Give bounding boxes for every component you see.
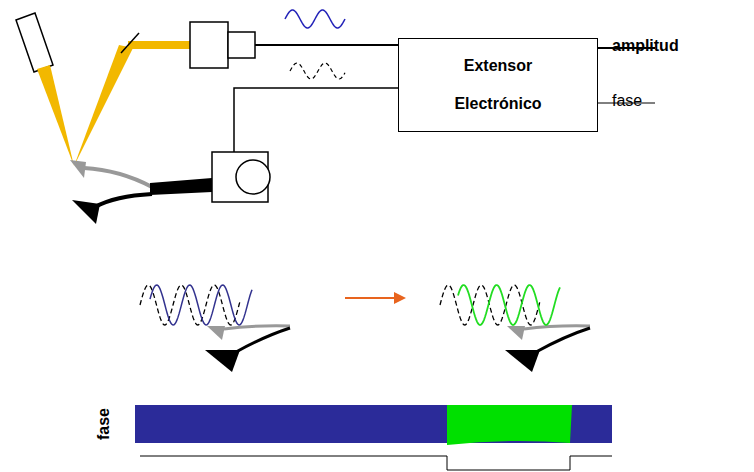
photodiode — [190, 22, 228, 68]
signal-wire — [255, 44, 399, 46]
transition-arrow — [394, 292, 406, 304]
tip — [507, 326, 525, 340]
cantilever — [84, 168, 152, 187]
sine-wave — [290, 63, 345, 79]
tip — [72, 200, 100, 224]
sine-wave — [285, 10, 345, 28]
cantilever-holder — [150, 178, 212, 195]
cantilever — [236, 328, 290, 352]
sine-wave — [150, 285, 252, 325]
cantilever — [524, 326, 590, 329]
signal-name: amplitud — [612, 36, 679, 56]
box-label: Extensor Electrónico — [438, 47, 558, 123]
cantilever — [536, 328, 590, 352]
process-box: Extensor Electrónico — [398, 38, 598, 132]
tip — [70, 160, 86, 178]
cantilever — [224, 326, 290, 329]
photodiode — [228, 32, 255, 58]
reflected-beam — [128, 41, 190, 49]
laser-beam — [37, 65, 74, 166]
phase-profile — [140, 456, 612, 470]
signal-name: fase — [612, 91, 642, 111]
mirror — [121, 33, 139, 53]
cantilever — [95, 194, 152, 207]
sine-wave — [140, 285, 240, 325]
reflected-beam — [74, 45, 133, 166]
laser — [16, 13, 53, 72]
tip — [505, 350, 540, 372]
drive-wire — [234, 88, 399, 152]
tip — [205, 350, 240, 372]
tip — [207, 326, 225, 340]
piezo — [236, 160, 270, 194]
sine-wave — [458, 285, 560, 325]
phase-region — [447, 405, 572, 445]
transition-arrow — [345, 297, 396, 299]
axis-label: fase — [94, 408, 114, 440]
